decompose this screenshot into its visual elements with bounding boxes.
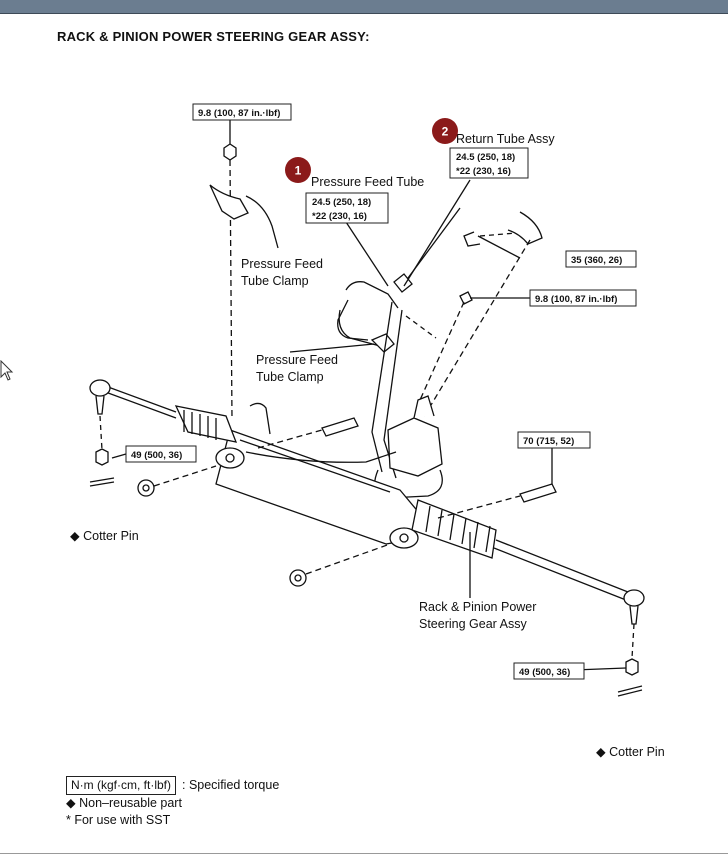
legend-nonreusable: ◆ Non–reusable part	[66, 796, 182, 810]
clamp-upper-label-1: Pressure Feed	[241, 257, 323, 271]
left-tie-rod-nut	[95, 448, 109, 466]
return-tube-torque-2: *22 (230, 16)	[456, 166, 511, 177]
right-tie-rod-torque: 49 (500, 36)	[519, 667, 570, 678]
right-tie-rod-nut	[625, 658, 639, 676]
gear-assy-label-1: Rack & Pinion Power	[419, 600, 536, 614]
legend-torque-row: N·m (kgf·cm, ft·lbf) : Specified torque	[66, 776, 279, 795]
window-title-bar	[0, 0, 728, 14]
mouse-pointer-icon	[0, 360, 14, 381]
clamp-upper-label-2: Tube Clamp	[241, 274, 309, 288]
left-tie-rod-torque: 49 (500, 36)	[131, 450, 182, 461]
legend: N·m (kgf·cm, ft·lbf) : Specified torque …	[66, 776, 279, 829]
marker-1[interactable]: 1	[285, 157, 311, 183]
legend-torque-unit: N·m (kgf·cm, ft·lbf)	[66, 776, 176, 795]
page-title: RACK & PINION POWER STEERING GEAR ASSY:	[57, 29, 370, 44]
cotter-pin-left-label: ◆ Cotter Pin	[70, 529, 139, 543]
left-tie-rod-torque-box	[125, 445, 197, 463]
top-clamp-torque-box	[192, 103, 292, 121]
legend-sst: * For use with SST	[66, 813, 171, 827]
mount-bolt-torque: 70 (715, 52)	[523, 436, 574, 447]
cotter-pin-right-label: ◆ Cotter Pin	[596, 745, 665, 759]
pressure-feed-torque-box	[305, 192, 389, 224]
right-clamp-torque: 9.8 (100, 87 in.·lbf)	[535, 294, 617, 305]
torque-boxes	[125, 103, 637, 680]
right-tie-rod-torque-box	[513, 662, 585, 680]
clamp-lower-label-1: Pressure Feed	[256, 353, 338, 367]
marker-2-number: 2	[442, 125, 449, 139]
clamp-lower-label-2: Tube Clamp	[256, 370, 324, 384]
top-clamp-nut	[223, 143, 237, 161]
marker-1-circle	[285, 157, 311, 183]
marker-1-number: 1	[295, 164, 302, 178]
bottom-divider	[0, 853, 728, 854]
return-tube-torque-box	[449, 147, 529, 179]
top-clamp-torque: 9.8 (100, 87 in.·lbf)	[198, 108, 280, 119]
marker-2-circle	[432, 118, 458, 144]
pressure-feed-torque-1: 24.5 (250, 18)	[312, 197, 371, 208]
return-tube-label: Return Tube Assy	[456, 132, 555, 146]
return-tube-torque-1: 24.5 (250, 18)	[456, 152, 515, 163]
gear-assy-label-2: Steering Gear Assy	[419, 617, 527, 631]
mount-bolt-torque-box	[517, 431, 591, 449]
right-upper-torque: 35 (360, 26)	[571, 255, 622, 266]
pressure-feed-torque-2: *22 (230, 16)	[312, 211, 367, 222]
right-clamp-torque-box	[529, 289, 637, 307]
right-upper-torque-box	[565, 250, 637, 268]
marker-2[interactable]: 2	[432, 118, 458, 144]
pressure-feed-tube-label: Pressure Feed Tube	[311, 175, 424, 189]
legend-torque-desc: : Specified torque	[182, 778, 280, 792]
